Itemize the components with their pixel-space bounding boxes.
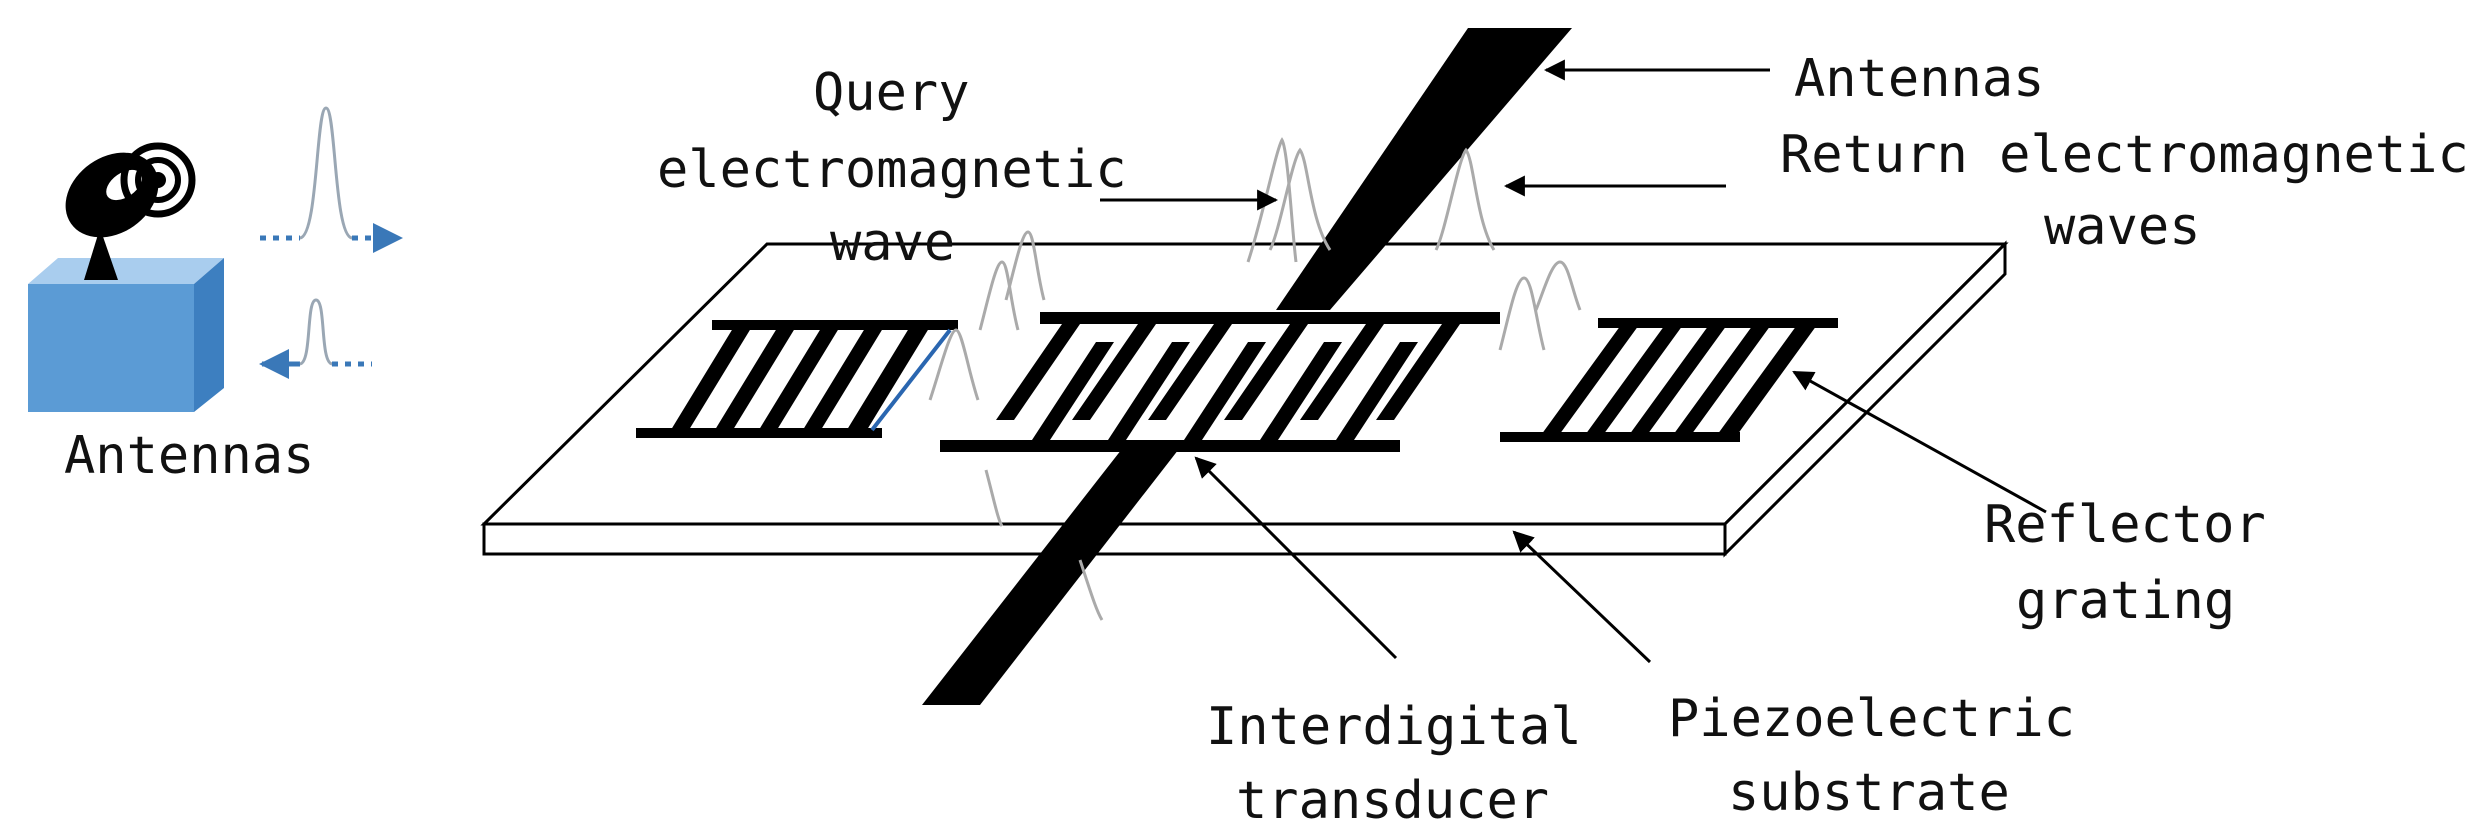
antenna-strip-upper bbox=[1276, 28, 1572, 310]
antenna-strip-lower bbox=[922, 445, 1182, 705]
arrow-reflector-grating bbox=[1792, 370, 2047, 514]
arrow-piezoelectric-substrate bbox=[1512, 530, 1652, 664]
return-wave-label-line1: Return electromagnetic bbox=[1780, 125, 2469, 185]
query-wave-label-line3: wave bbox=[830, 213, 955, 273]
piezoelectric-substrate bbox=[480, 240, 2009, 558]
surface-wave-pulses bbox=[928, 137, 1582, 621]
query-wave-label-line2: electromagnetic bbox=[657, 140, 1127, 200]
returning-signal bbox=[259, 298, 372, 379]
return-wave-label-line2: waves bbox=[2044, 197, 2201, 257]
reader-box-top bbox=[28, 258, 224, 284]
piezo-label-line1: Piezoelectric bbox=[1668, 689, 2075, 749]
piezo-label-line2: substrate bbox=[1728, 763, 2010, 823]
reader-unit bbox=[28, 142, 224, 412]
reflector-grating-label-line1: Reflector bbox=[1984, 495, 2266, 555]
idt-label-line2: transducer bbox=[1236, 771, 1549, 831]
interdigital-transducer bbox=[940, 312, 1500, 452]
outgoing-signal bbox=[260, 106, 403, 253]
reflector-grating-right bbox=[1500, 318, 1838, 442]
reader-box-side bbox=[194, 258, 224, 412]
antennas-top-label: Antennas bbox=[1794, 49, 2044, 109]
reader-box-front bbox=[28, 284, 194, 412]
reflector-grating-label-line2: grating bbox=[2016, 571, 2235, 631]
reflector-grating-left bbox=[636, 320, 958, 438]
arrow-interdigital-transducer bbox=[1194, 456, 1398, 660]
idt-label-line1: Interdigital bbox=[1206, 697, 1582, 757]
satellite-dish-icon bbox=[65, 142, 196, 280]
label-pointer-arrows bbox=[1100, 59, 2047, 664]
antennas-left-label: Antennas bbox=[64, 426, 314, 486]
query-wave-label-line1: Query bbox=[813, 63, 970, 123]
